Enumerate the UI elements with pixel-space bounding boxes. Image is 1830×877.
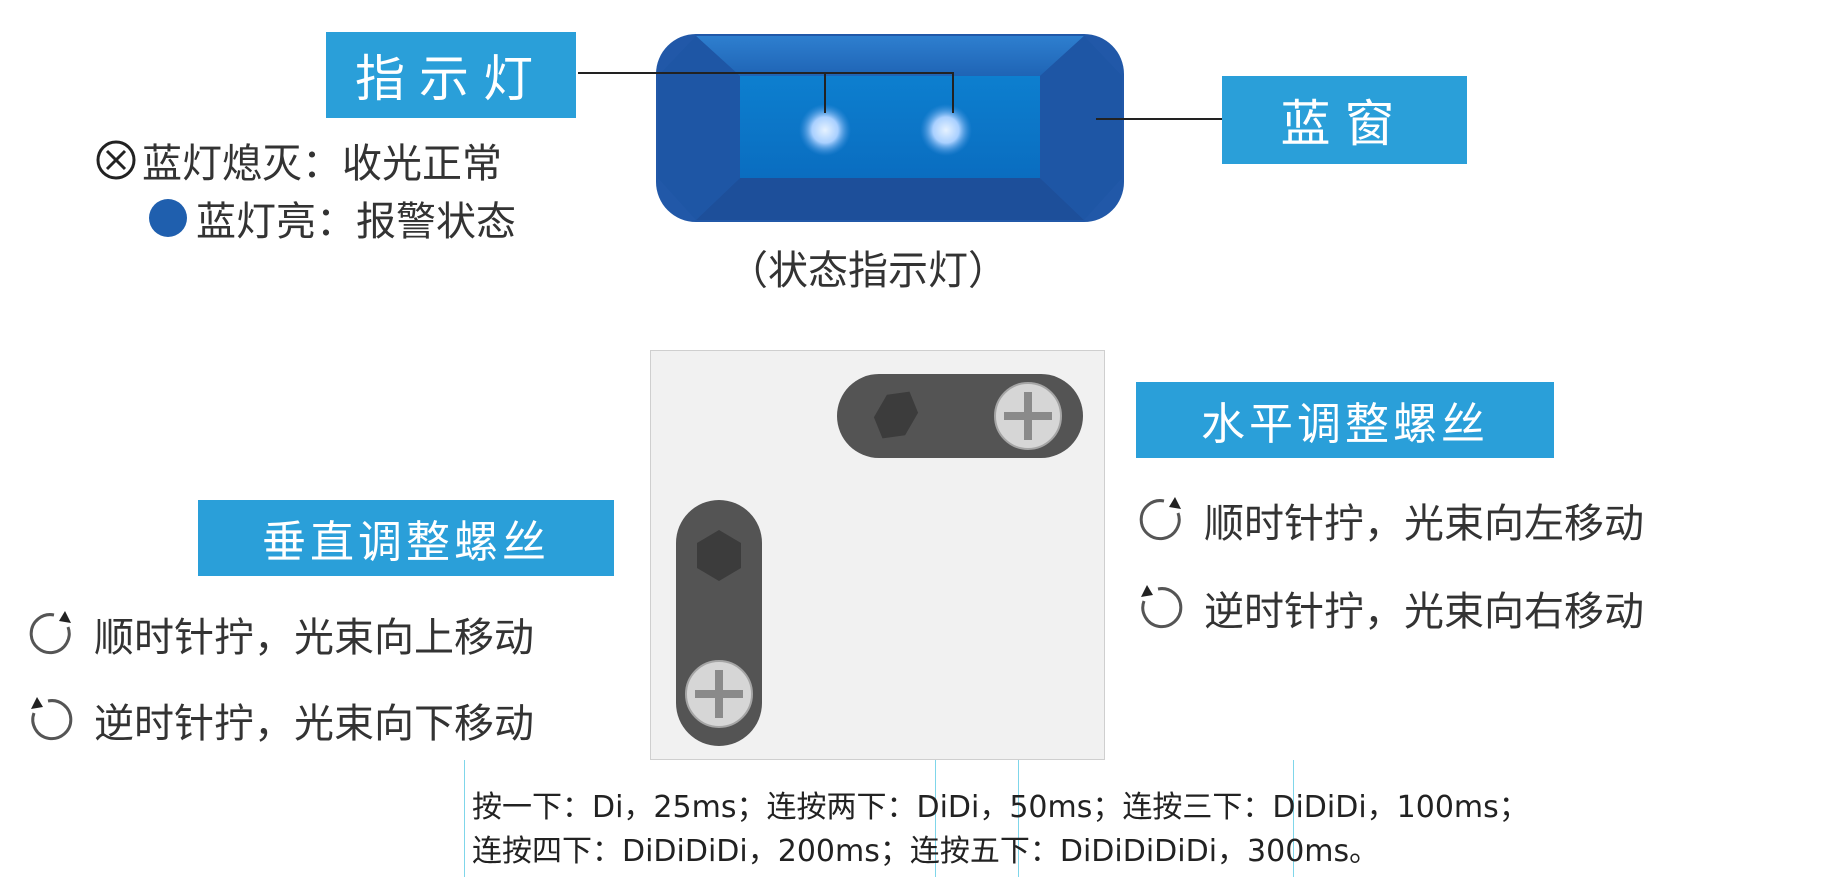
indicator-led-2 — [920, 104, 972, 156]
x-circle-icon — [96, 140, 136, 180]
indicator-led-1 — [799, 104, 851, 156]
horizontal-cw-text: 顺时针拧，光束向左移动 — [1204, 501, 1644, 547]
guide-line — [935, 760, 936, 877]
legend-on-text: 蓝灯亮：报警状态 — [196, 199, 516, 245]
horizontal-adjust-tag: 水平调整螺丝 — [1136, 382, 1554, 458]
vertical-cw-text: 顺时针拧，光束向上移动 — [94, 615, 534, 661]
status-indicator-device — [656, 34, 1124, 222]
vertical-ccw-text: 逆时针拧，光束向下移动 — [94, 701, 534, 747]
vertical-ccw-row: 逆时针拧，光束向下移动 — [24, 690, 534, 750]
vertical-adjust-tag-label: 垂直调整螺丝 — [262, 517, 550, 568]
indicator-tag: 指示灯 — [326, 32, 576, 118]
legend-off-text: 蓝灯熄灭：收光正常 — [142, 141, 502, 187]
horizontal-adjust-tag-label: 水平调整螺丝 — [1201, 399, 1489, 450]
clockwise-arrow-icon — [29, 611, 71, 655]
blue-window-tag-label: 蓝窗 — [1280, 95, 1409, 153]
horizontal-cw-row: 顺时针拧，光束向左移动 — [1134, 490, 1644, 550]
horizontal-ccw-text: 逆时针拧，光束向右移动 — [1204, 589, 1644, 635]
blue-window-tag: 蓝窗 — [1222, 76, 1467, 164]
vertical-adjust-tag: 垂直调整螺丝 — [198, 500, 614, 576]
clockwise-arrow-icon — [1139, 497, 1181, 541]
beep-note-line-1: 按一下：Di，25ms；连按两下：DiDi，50ms；连按三下：DiDiDi，1… — [472, 790, 1529, 825]
guide-line — [1293, 760, 1294, 877]
legend-on-row: 蓝灯亮：报警状态 — [146, 190, 516, 246]
vertical-cw-row: 顺时针拧，光束向上移动 — [24, 604, 534, 664]
horizontal-adjust-screw — [837, 374, 1083, 458]
guide-line — [464, 760, 465, 877]
counterclockwise-arrow-icon — [1141, 585, 1183, 629]
vertical-adjust-screw — [676, 500, 762, 746]
filled-circle-icon — [149, 199, 187, 237]
beep-note-line-2: 连按四下：DiDiDiDi，200ms；连按五下：DiDiDiDiDi，300m… — [472, 834, 1380, 869]
horizontal-ccw-row: 逆时针拧，光束向右移动 — [1134, 578, 1644, 638]
screw-panel — [650, 350, 1105, 760]
counterclockwise-arrow-icon — [31, 697, 73, 741]
indicator-tag-label: 指示灯 — [355, 50, 547, 108]
indicator-caption: （状态指示灯） — [728, 248, 1008, 294]
guide-line — [1018, 760, 1019, 877]
legend-off-row: 蓝灯熄灭：收光正常 — [94, 132, 502, 188]
